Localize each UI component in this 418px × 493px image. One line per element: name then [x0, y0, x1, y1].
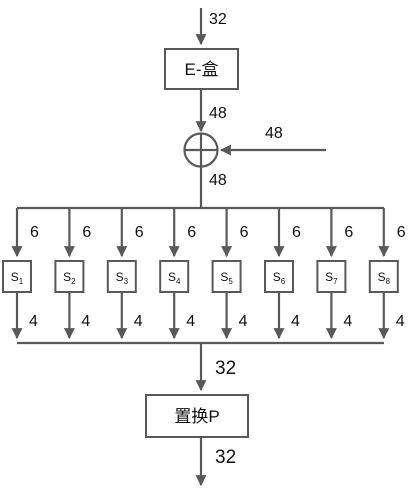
sbox-output-width-2: 4	[81, 313, 90, 330]
sbox-output-width-8: 4	[396, 313, 405, 330]
xor-output-width-label: 48	[209, 172, 227, 189]
sbox-column-8: 6S8 4	[368, 208, 406, 340]
sbox-column-2: 6S2 4	[54, 208, 91, 340]
sbox-input-width-4: 6	[187, 224, 196, 241]
sbox-output-width-7: 4	[343, 313, 352, 330]
output-width-label: 32	[215, 447, 236, 468]
sbox-output-width-5: 4	[239, 313, 248, 330]
sbox-label-5: S5	[220, 270, 233, 286]
e-box: E-盒	[164, 48, 239, 90]
sbox-column-1: 6S1 4	[2, 208, 39, 340]
sbox-label-4: S4	[168, 270, 181, 286]
sbox-3	[106, 260, 137, 293]
sbox-label-2: S2	[63, 270, 76, 286]
sbox-column-6: 6S6 4	[264, 208, 301, 340]
input-width-label: 32	[209, 11, 227, 28]
sbox-label-8: S8	[378, 270, 391, 286]
sbox-column-7: 6S7 4	[316, 208, 353, 340]
sbox-label-7: S7	[325, 270, 338, 286]
sbox-output-width-1: 4	[29, 313, 38, 330]
sbox-column-4: 6S4 4	[159, 208, 196, 340]
sbox-8	[368, 260, 399, 293]
sbox-input-width-2: 6	[82, 224, 91, 241]
sbox-6	[264, 260, 294, 293]
sbox-input-width-7: 6	[344, 224, 353, 241]
sbox-input-width-5: 6	[240, 224, 249, 241]
sbox-label-3: S3	[116, 270, 129, 286]
key-width-label: 48	[265, 125, 283, 142]
sbox-label-1: S1	[11, 270, 24, 286]
merge-width-label: 32	[215, 358, 236, 379]
sbox-label-6: S6	[273, 270, 286, 286]
sbox-column-5: 6S5 4	[211, 208, 249, 340]
e-output-width-label: 48	[209, 105, 227, 122]
p-box: 置换P	[145, 394, 249, 438]
xor-circle-plus-icon	[183, 132, 219, 168]
sbox-input-width-6: 6	[292, 224, 301, 241]
sbox-columns: 6S1 4 6S2 4 6S3 4 6S4 4 6S5 4 6S6 4 6S7 4 6S8 4	[2, 208, 406, 340]
sbox-1	[2, 260, 32, 293]
e-box-label: E-盒	[185, 60, 219, 79]
sbox-output-width-4: 4	[186, 313, 195, 330]
sbox-input-width-8: 6	[397, 224, 406, 241]
sbox-output-width-6: 4	[291, 313, 300, 330]
sbox-input-width-1: 6	[30, 224, 39, 241]
sbox-input-width-3: 6	[135, 224, 144, 241]
p-box-label: 置换P	[174, 407, 219, 426]
sbox-output-width-3: 4	[134, 313, 143, 330]
sbox-column-3: 6S3 4	[106, 208, 144, 340]
